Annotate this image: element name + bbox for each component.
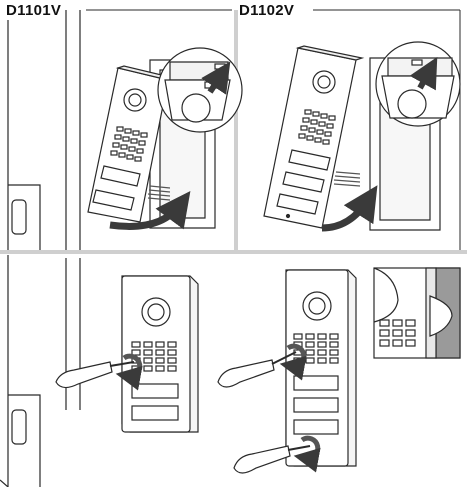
curved-arrow-icon <box>322 200 368 228</box>
screwdriver-icon <box>218 352 296 387</box>
panel-d1102v <box>264 42 460 230</box>
panel-d1101v <box>8 10 242 250</box>
panel-bottom <box>0 255 460 487</box>
